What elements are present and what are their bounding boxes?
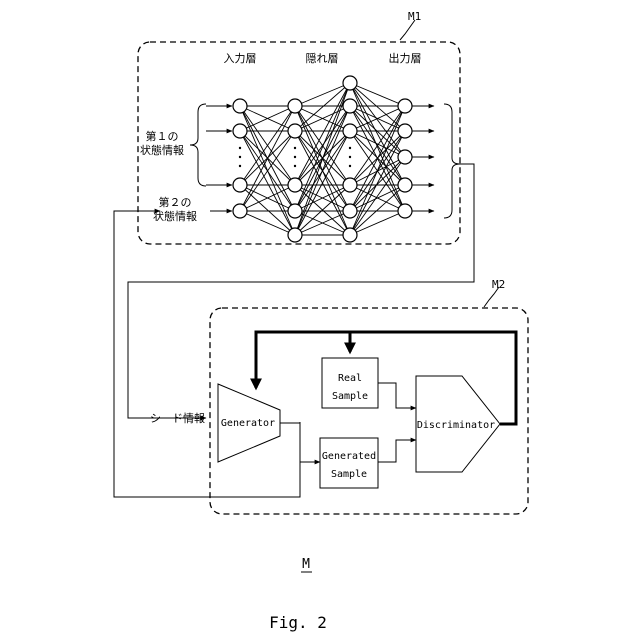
hidden1-node [288,204,302,218]
input-arrows [206,106,232,211]
first-state-brace [190,104,206,186]
m2-dashed-box [210,308,528,514]
figure-caption: Fig. 2 [269,613,327,632]
ellipsis-dot [349,147,351,149]
network-connections [240,83,405,235]
output-node [398,178,412,192]
discriminator-feedback-line [256,332,516,424]
connection-line [350,185,405,235]
input-layer-label: 入力層 [224,52,257,65]
ellipsis-dot [239,147,241,149]
output-node [398,150,412,164]
generated-to-discriminator-line [378,440,416,462]
m1-reference: M1 [408,10,421,23]
output-node [398,204,412,218]
real-sample-label-line1: Real [338,373,362,384]
generator-label: Generator [221,418,275,429]
hidden1-node [288,228,302,242]
m1-leader-line [400,20,415,40]
connection-line [240,185,295,235]
output-node [398,124,412,138]
input-node [233,204,247,218]
ellipsis-dot [239,165,241,167]
hidden2-node [343,99,357,113]
hidden1-node [288,178,302,192]
output-node [398,99,412,113]
real-to-discriminator-line [378,383,416,408]
discriminator-label: Discriminator [417,420,495,431]
hidden1-node [288,99,302,113]
hidden2-node [343,204,357,218]
generated-sample-box [320,438,378,488]
input-node [233,178,247,192]
hidden2-node [343,228,357,242]
connection-line [240,131,295,235]
connection-line [350,83,405,131]
ellipsis-dot [294,147,296,149]
ellipsis-dots [239,147,351,167]
connection-line [350,106,405,157]
generated-sample-label-line1: Generated [322,451,376,462]
input-node [233,99,247,113]
real-sample-label-line2: Sample [332,391,368,402]
hidden-layer-label: 隠れ層 [306,52,339,65]
output-layer-label: 出力層 [389,51,422,65]
generated-sample-label-line2: Sample [331,469,367,480]
second-state-label-line1: 第２の [159,195,192,209]
hidden2-node [343,124,357,138]
first-state-label-line1: 第１の [146,129,179,143]
hidden2-node [343,178,357,192]
ellipsis-dot [239,156,241,158]
output-arrows [412,106,434,211]
connection-line [350,157,405,211]
output-brace [444,104,460,218]
hidden1-node [288,124,302,138]
generator-to-generated-line [280,423,320,462]
seed-info-label: シード情報 [150,412,205,425]
ellipsis-dot [349,165,351,167]
first-state-label-line2: 状態情報 [140,143,184,157]
model-reference: M [302,557,310,572]
ellipsis-dot [294,156,296,158]
ellipsis-dot [349,156,351,158]
ellipsis-dot [294,165,296,167]
hidden2-node [343,76,357,90]
m2-reference: M2 [492,278,505,291]
input-node [233,124,247,138]
second-state-feed-line [114,211,300,497]
